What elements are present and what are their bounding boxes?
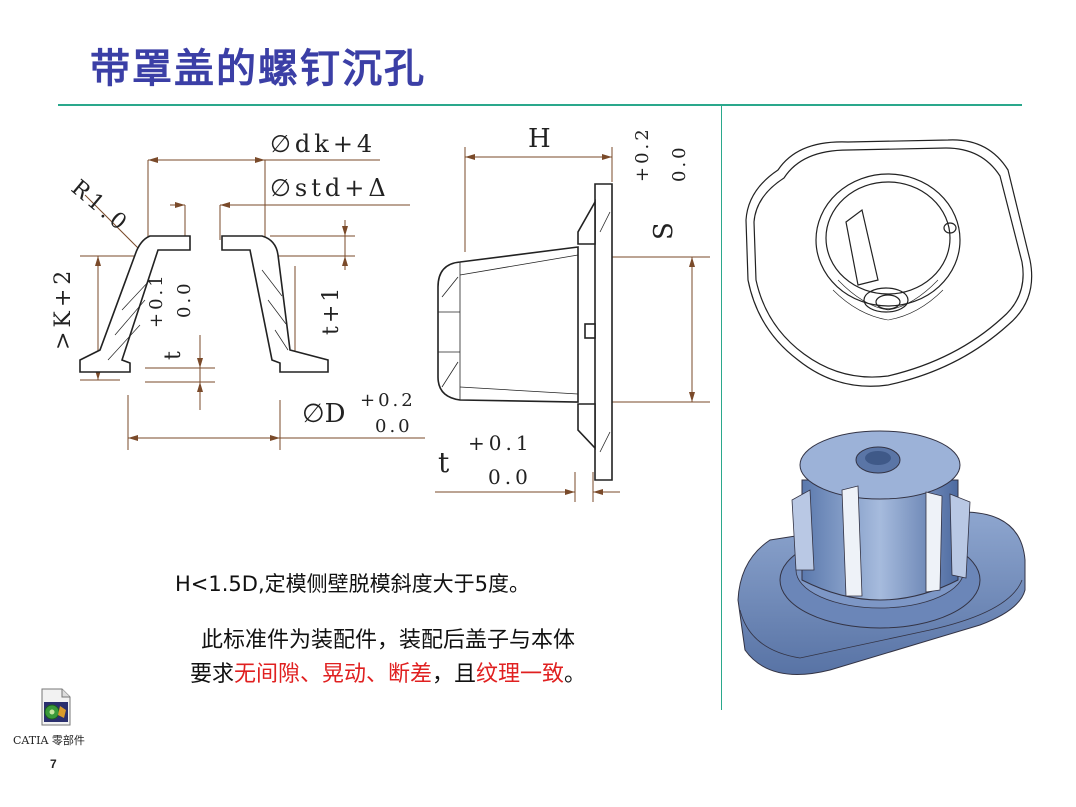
dim-k: >K+2 — [51, 267, 76, 350]
section-drawing-cap: H S +0.2 0.0 t +0.1 0.0 — [435, 124, 710, 502]
dim-D-tol-lower: 0.0 — [375, 416, 413, 437]
note-text: 要求 — [189, 662, 234, 687]
dim-D-tol-upper: +0.2 — [360, 390, 416, 411]
section-drawing-left: ∅dk+4 ∅std+Δ R1.0 >K+2 +0.1 0.0 t t+1 ∅D… — [51, 130, 425, 450]
catia-part-icon[interactable] — [36, 688, 74, 726]
dim-std: ∅std+Δ — [270, 174, 390, 202]
iso-shaded-view — [737, 430, 1026, 675]
note-highlight-texture: 纹理一致 — [476, 662, 565, 687]
dim-t-tol-lower: 0.0 — [174, 280, 195, 318]
dim-radius: R1.0 — [66, 175, 134, 238]
dim-t-cap: t — [438, 446, 450, 479]
dim-S-tol-lower: 0.0 — [669, 144, 690, 182]
title-divider — [58, 104, 1022, 106]
dim-t-tol-upper: +0.1 — [146, 272, 167, 328]
dim-H: H — [528, 124, 551, 154]
note-draft-angle: H<1.5D,定模侧壁脱模斜度大于5度。 — [175, 572, 530, 596]
dim-t-left: t — [161, 351, 186, 360]
page-number: 7 — [50, 757, 57, 771]
note-assembly: 此标准件为装配件，装配后盖子与本体 要求无间隙、晃动、断差，且纹理一致。 — [148, 624, 628, 692]
dim-t-cap-tol-lower: 0.0 — [488, 465, 532, 489]
catia-part-label[interactable]: CATIA 零部件 — [13, 734, 85, 747]
note-text: 。 — [564, 662, 587, 687]
dim-D: ∅D — [302, 399, 346, 429]
dim-dk: ∅dk+4 — [270, 130, 376, 158]
iso-line-view — [745, 139, 1033, 387]
note-assembly-line1: 此标准件为装配件，装配后盖子与本体 — [200, 628, 575, 653]
note-highlight-gap: 无间隙、晃动、断差 — [233, 662, 432, 687]
dim-S: S — [649, 222, 679, 240]
dim-t-plus-1: t+1 — [319, 285, 344, 335]
dim-S-tol-upper: +0.2 — [632, 126, 653, 182]
note-text: ，且 — [431, 662, 476, 687]
slide-title: 带罩盖的螺钉沉孔 — [90, 46, 426, 92]
vertical-divider — [721, 106, 722, 710]
note-assembly-line2: 要求无间隙、晃动、断差，且纹理一致。 — [148, 658, 628, 692]
dim-t-cap-tol-upper: +0.1 — [468, 431, 533, 455]
